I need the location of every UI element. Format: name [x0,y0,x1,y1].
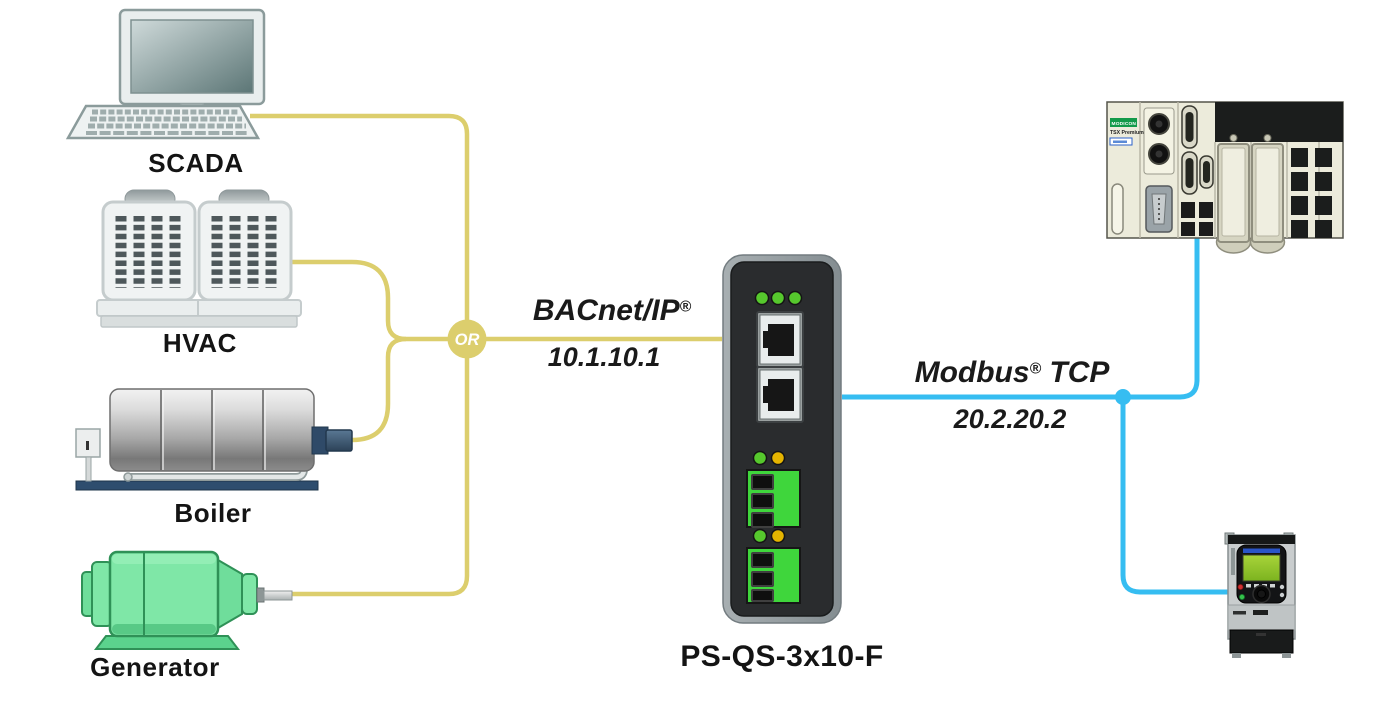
modbus-address-label: 20.2.20.2 [953,404,1067,434]
bacnet-reg-mark: ® [679,298,692,316]
modbus-reg-mark: ® [1029,360,1042,378]
status-led-icon [770,450,786,466]
scada-label: SCADA [148,148,244,178]
terminal-block-icon [746,469,801,528]
status-led-icon [752,528,768,544]
boiler-icon [75,388,353,491]
modbus-protocol-name: Modbus [914,356,1030,389]
hvac-wire [291,259,407,342]
gateway-model-label: PS-QS-3x10-F [680,640,884,673]
generator-label: Generator [90,652,220,682]
ethernet-port-icon [756,311,804,368]
status-led-icon [754,290,803,306]
modbus-protocol-suffix: TCP [1041,356,1110,389]
modbus-protocol-label: Modbus® TCP [915,356,1110,390]
plc-brand-label: MODICON [1112,121,1137,127]
status-led-icon [770,528,786,544]
vfd-drive-icon [1224,532,1296,658]
plc-model-label: TSX Premium [1110,130,1144,136]
drive-hmi-panel-icon [1236,544,1287,604]
plc-slot-door-icon [1249,134,1286,254]
gateway-device-icon [722,254,842,624]
boiler-wire [345,336,407,443]
or-junction-label: OR [455,331,480,349]
drive-lcd-screen [1242,554,1281,582]
scada-computer-icon [65,8,266,140]
plc-icon: MODICON TSX Premium [1106,101,1344,254]
modbus-wire-drive [1120,397,1235,595]
bacnet-address-label: 10.1.10.1 [547,342,661,372]
or-junction-circle [447,319,487,359]
bacnet-protocol-name: BACnet/IP [532,294,680,327]
hvac-label: HVAC [162,328,238,358]
generator-wire [288,339,470,597]
boiler-label: Boiler [174,498,252,528]
bacnet-protocol-label: BACnet/IP® [533,294,691,328]
modbus-wire-plc [842,235,1200,400]
plc-slot-door-icon [1215,134,1252,254]
scada-wire [250,113,470,339]
terminal-block-icon [746,547,801,604]
modbus-junction-dot [1115,389,1131,405]
ethernet-port-icon [756,366,804,423]
status-led-icon [752,450,768,466]
hvac-unit-icon [96,189,302,328]
generator-icon [81,550,293,650]
